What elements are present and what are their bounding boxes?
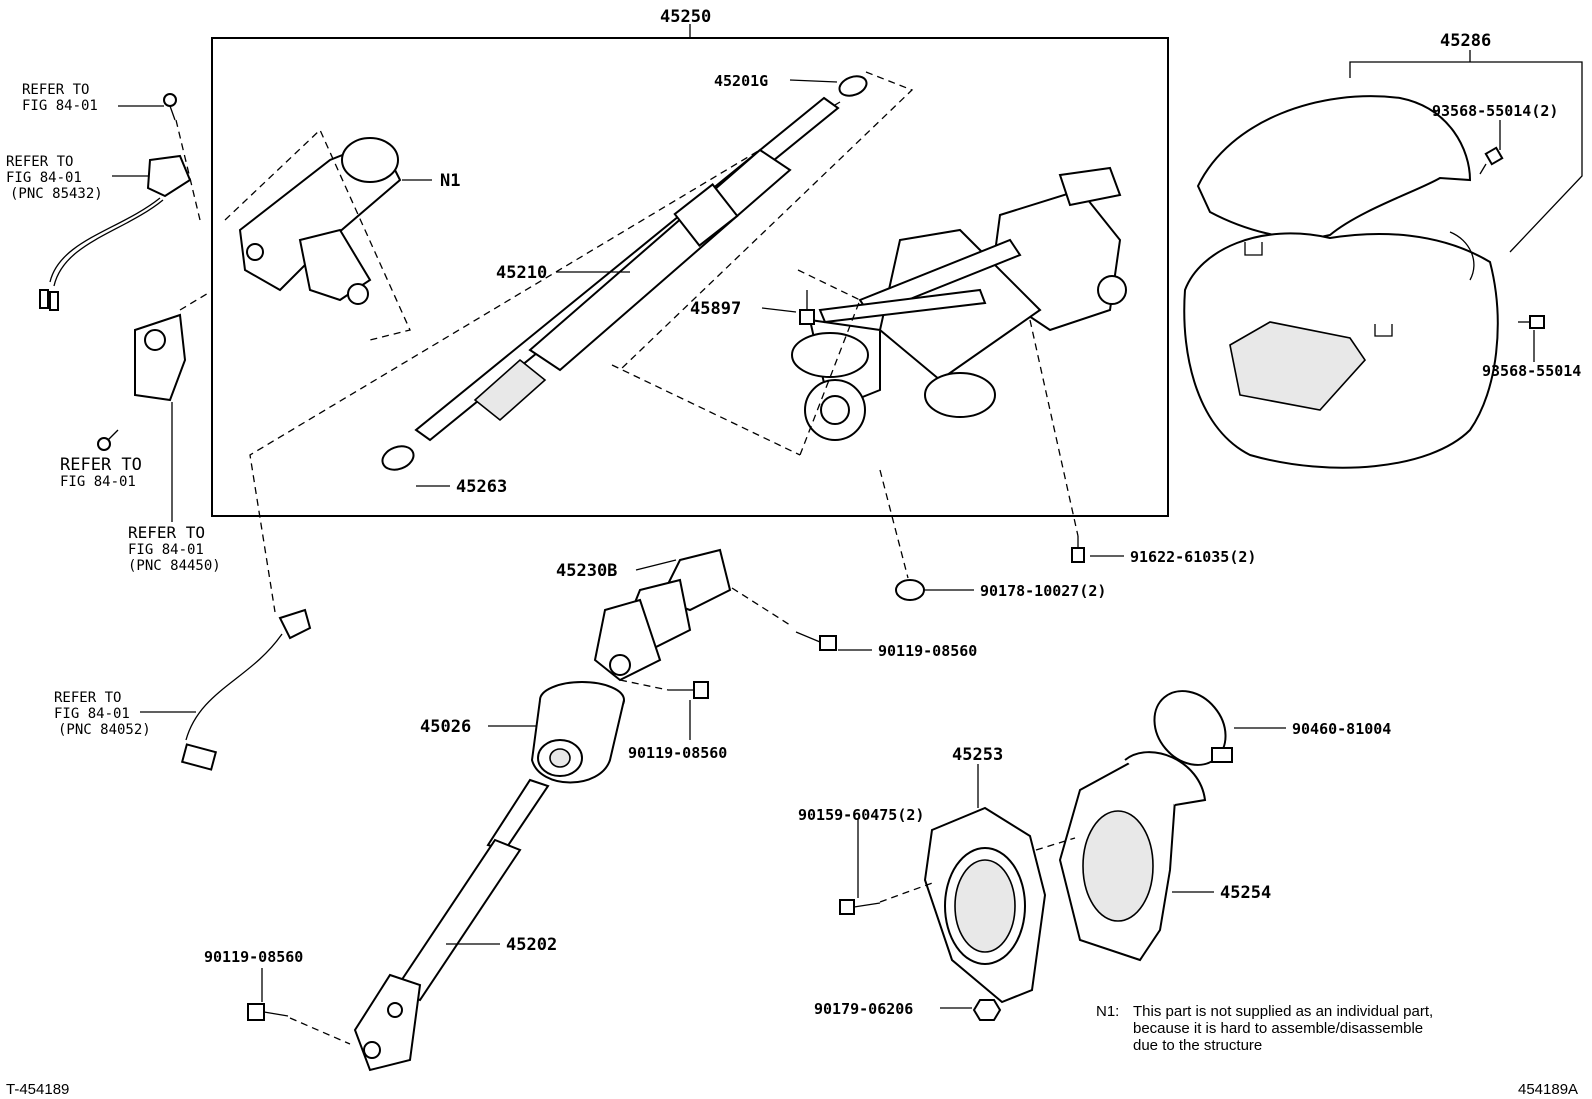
label-90179-06206[interactable]: 90179-06206 [814, 1000, 913, 1018]
note-line-2: because it is hard to assemble/disassemb… [1133, 1020, 1423, 1037]
bolt-90119-08560-c [247, 1003, 289, 1021]
seal-plate-45253 [923, 806, 1047, 1004]
ref-5-line-1: REFER TO [54, 690, 121, 706]
label-45253[interactable]: 45253 [952, 745, 1003, 765]
bolt-90159-60475 [839, 899, 881, 915]
ref-1-line-2: FIG 84-01 [22, 98, 98, 114]
sensor-pnc-85432 [39, 154, 192, 311]
label-45201G[interactable]: 45201G [714, 72, 768, 90]
label-45250[interactable]: 45250 [660, 7, 711, 27]
ref-2-line-2: FIG 84-01 [6, 170, 82, 186]
label-45254[interactable]: 45254 [1220, 883, 1271, 903]
bolt-refer-fig-84-01-b [97, 429, 119, 451]
figure-id-left: T-454189 [6, 1081, 69, 1098]
note-line-3: due to the structure [1133, 1037, 1262, 1054]
boot-45254 [1058, 751, 1207, 962]
switch-pnc-84450 [134, 313, 187, 402]
clamp-90460-81004 [1153, 690, 1233, 766]
note-prefix: N1: [1096, 1003, 1119, 1020]
label-90119-08560-c[interactable]: 90119-08560 [204, 948, 303, 966]
column-cover-45286 [1183, 95, 1499, 469]
bolt-45897 [799, 290, 815, 325]
label-90159-60475-2[interactable]: 90159-60475(2) [798, 806, 924, 824]
ref-3-line-1: REFER TO [60, 455, 142, 475]
label-45210[interactable]: 45210 [496, 263, 547, 283]
ref-4-line-3: (PNC 84450) [128, 558, 221, 574]
bushing-45026 [530, 681, 625, 784]
bolt-90119-08560-a [795, 631, 837, 651]
figure-id-right: 454189A [1518, 1081, 1578, 1098]
note-line-1: This part is not supplied as an individu… [1133, 1003, 1433, 1020]
screw-93568-55014-lower [1518, 315, 1545, 329]
label-45202[interactable]: 45202 [506, 935, 557, 955]
sensor-pnc-84052 [180, 608, 312, 771]
ref-2-line-1: REFER TO [6, 154, 73, 170]
screw-93568-55014-upper [1479, 146, 1504, 175]
ref-5-line-2: FIG 84-01 [54, 706, 130, 722]
label-45897[interactable]: 45897 [690, 299, 741, 319]
ref-2-line-3: (PNC 85432) [10, 186, 103, 202]
label-93568-55014[interactable]: 93568-55014 [1482, 362, 1581, 380]
ring-45201G [838, 75, 868, 97]
tilt-column-mechanism [791, 166, 1127, 441]
lock-housing-n1 [238, 137, 402, 305]
bolt-90119-08560-b [668, 681, 709, 699]
label-45286[interactable]: 45286 [1440, 31, 1491, 51]
nut-90179-06206 [972, 999, 1002, 1021]
label-93568-55014-2[interactable]: 93568-55014(2) [1432, 102, 1558, 120]
label-45263[interactable]: 45263 [456, 477, 507, 497]
ring-45263 [381, 445, 415, 471]
universal-joint-45230B [593, 548, 732, 682]
label-90119-08560-b[interactable]: 90119-08560 [628, 744, 727, 762]
ref-1-line-1: REFER TO [22, 82, 89, 98]
label-91622-61035-2[interactable]: 91622-61035(2) [1130, 548, 1256, 566]
label-90178-10027-2[interactable]: 90178-10027(2) [980, 582, 1106, 600]
nut-90178-10027 [895, 579, 925, 601]
label-n1[interactable]: N1 [440, 171, 460, 191]
label-90460-81004[interactable]: 90460-81004 [1292, 720, 1391, 738]
label-45026[interactable]: 45026 [420, 717, 471, 737]
ref-4-line-1: REFER TO [128, 523, 205, 542]
bolt-91622-61035 [1071, 536, 1085, 563]
bolt-refer-fig-84-01 [163, 93, 177, 121]
ref-5-line-3: (PNC 84052) [58, 722, 151, 738]
intermediate-shaft-45202 [353, 778, 550, 1072]
label-90119-08560-a[interactable]: 90119-08560 [878, 642, 977, 660]
label-45230B[interactable]: 45230B [556, 561, 617, 581]
ref-3-line-2: FIG 84-01 [60, 474, 136, 490]
ref-4-line-2: FIG 84-01 [128, 542, 204, 558]
steering-shaft-45210 [414, 96, 840, 442]
